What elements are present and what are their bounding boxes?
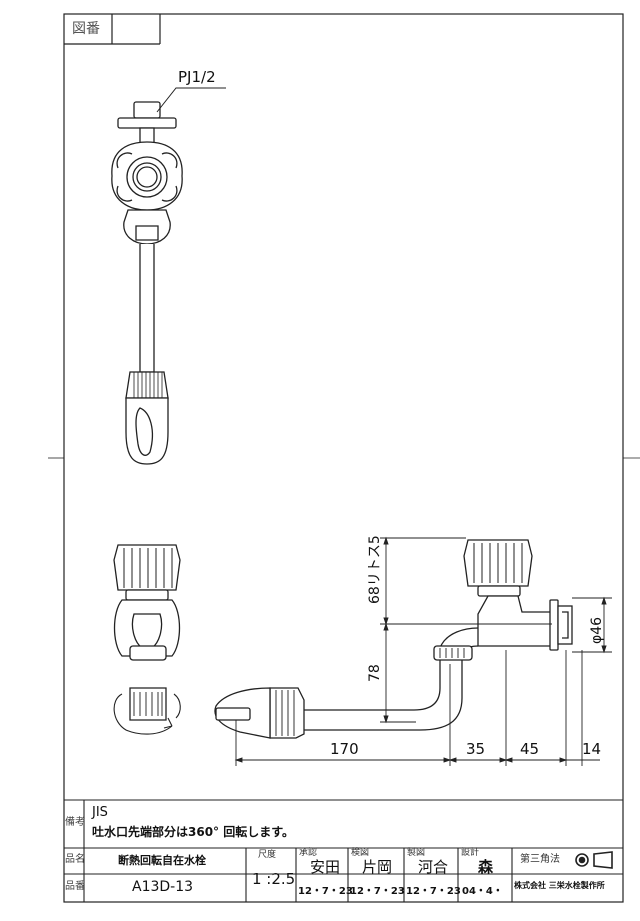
faucet-front-view — [111, 101, 183, 465]
drawn-name: 河合 — [418, 858, 449, 876]
drawing-number-label: 図番 — [72, 21, 100, 37]
faucet-main-view — [214, 539, 573, 739]
product-number-label: 品番 — [65, 881, 85, 892]
design-name: 森 — [478, 858, 494, 876]
dimension-170: 170 — [330, 740, 359, 758]
approved-name: 安田 — [310, 858, 341, 876]
drawn-date: 12・7・23 — [406, 886, 461, 897]
faucet-side-view — [113, 544, 181, 721]
checked-date: 12・7・23 — [350, 886, 405, 897]
rotation-arrow-icon — [113, 693, 181, 735]
checked-name: 片岡 — [362, 858, 393, 876]
design-date: 04・4・ — [462, 886, 503, 897]
third-angle-projection-icon — [575, 851, 613, 869]
dimension-14: 14 — [582, 740, 602, 758]
scale-label: 尺度 — [258, 850, 277, 860]
dimension-35: 35 — [466, 740, 486, 758]
dimension-45: 45 — [520, 740, 540, 758]
remarks-label: 備考 — [65, 817, 85, 828]
thread-size-label: PJ1/2 — [178, 68, 216, 86]
product-name-label: 品名 — [65, 854, 85, 865]
scale-value: 1 :2.5 — [252, 870, 296, 888]
checked-label: 検図 — [351, 848, 370, 858]
company-name: 株式会社 三栄水栓製作所 — [514, 881, 605, 890]
product-name-value: 断熱回転自在水栓 — [118, 854, 206, 867]
dimension-78: 78 — [367, 664, 383, 682]
title-block-lines — [64, 799, 623, 902]
dimension-lines — [234, 536, 612, 766]
projection-label: 第三角法 — [520, 854, 560, 865]
design-label: 設計 — [461, 848, 480, 858]
drawing-frame — [48, 13, 640, 903]
dimension-68-stroke: 68リトス5 — [367, 535, 383, 604]
remarks-note: 吐水口先端部分は360° 回転します。 — [92, 825, 295, 839]
thread-leader — [156, 87, 226, 113]
remarks-standard: JIS — [92, 805, 108, 820]
product-number-value: A13D-13 — [132, 879, 194, 895]
approved-label: 承認 — [299, 848, 318, 858]
dimension-diameter-46: φ46 — [589, 616, 605, 644]
drawn-label: 製図 — [407, 848, 426, 858]
approved-date: 12・7・23 — [298, 886, 353, 897]
